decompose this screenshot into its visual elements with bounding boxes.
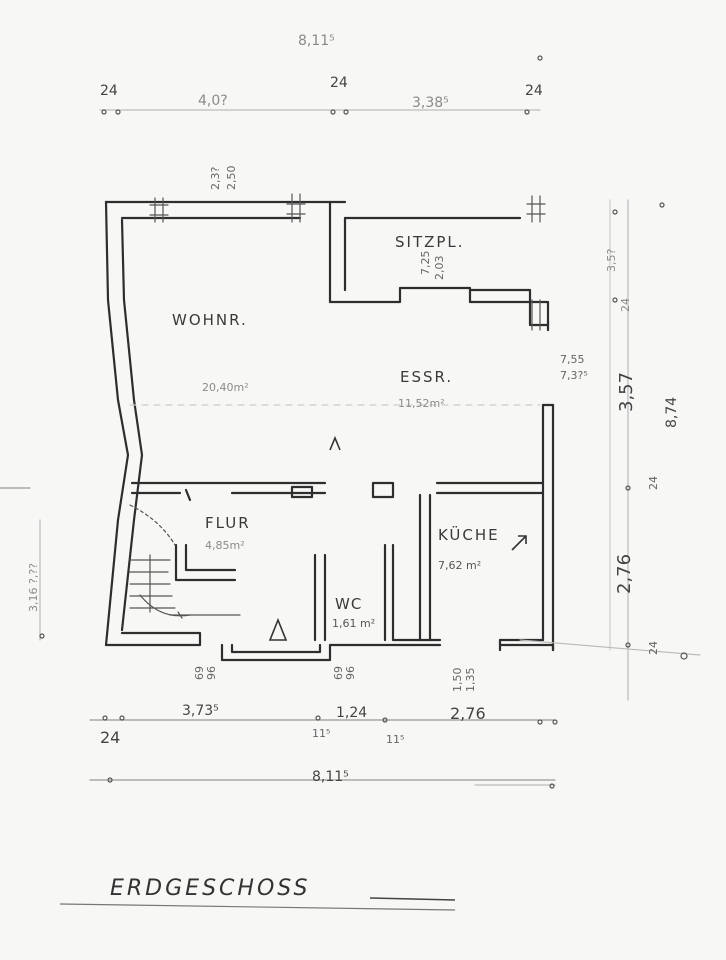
dim-bottom-seg-1: 3,73⁵	[182, 703, 219, 719]
room-label-wc: WC	[335, 595, 363, 613]
column-markers	[149, 193, 546, 331]
direction-arrow-icon	[329, 435, 341, 451]
ticks	[39, 55, 688, 789]
entrance-arrow-icon	[268, 617, 288, 641]
dim-top-right-wall: 24	[525, 83, 543, 99]
dim-bottom-seg-3: 2,76	[450, 704, 486, 723]
room-label-kueche: KÜCHE	[438, 526, 500, 544]
room-area-kueche: 7,62 m²	[438, 559, 482, 572]
dim-bottom-left-wall: 24	[100, 728, 121, 747]
kitchen-arrow-icon	[511, 535, 527, 551]
interior-walls	[130, 481, 545, 642]
plan-title: ERDGESCHOSS	[110, 876, 311, 901]
room-area-flur: 4,85m²	[205, 539, 245, 552]
dim-top-left-wall: 24	[100, 83, 118, 99]
room-label-wohnzimmer: WOHNR.	[172, 311, 248, 329]
dim-top-total: 8,11⁵	[298, 33, 335, 49]
dimension-lines	[0, 109, 701, 786]
room-label-flur: FLUR	[205, 514, 251, 532]
door-swings	[129, 504, 241, 619]
room-label-essraum: ESSR.	[400, 368, 454, 386]
room-area-wc: 1,61 m²	[332, 617, 376, 630]
dim-bottom-total: 8,11⁵	[312, 769, 349, 785]
dim-top-mid-wall: 24	[330, 75, 348, 91]
room-area-essraum: 11,52m²	[398, 397, 445, 410]
dim-bottom-sub-2: 11⁵	[386, 733, 405, 746]
dim-top-segment-2: 3,38⁵	[412, 95, 449, 111]
dim-right-4: 7,3?⁵	[560, 369, 588, 382]
room-area-wohnzimmer: 20,40m²	[202, 381, 249, 394]
dim-top-segment-1: 4,0?	[198, 93, 228, 109]
room-label-sitzplatz: SITZPL.	[395, 233, 465, 251]
dim-bottom-seg-2: 1,24	[336, 705, 368, 721]
outer-walls	[104, 200, 555, 662]
dim-right-3: 7,55	[560, 353, 585, 366]
stairs	[129, 554, 191, 617]
dim-bottom-sub-1: 11⁵	[312, 727, 331, 740]
